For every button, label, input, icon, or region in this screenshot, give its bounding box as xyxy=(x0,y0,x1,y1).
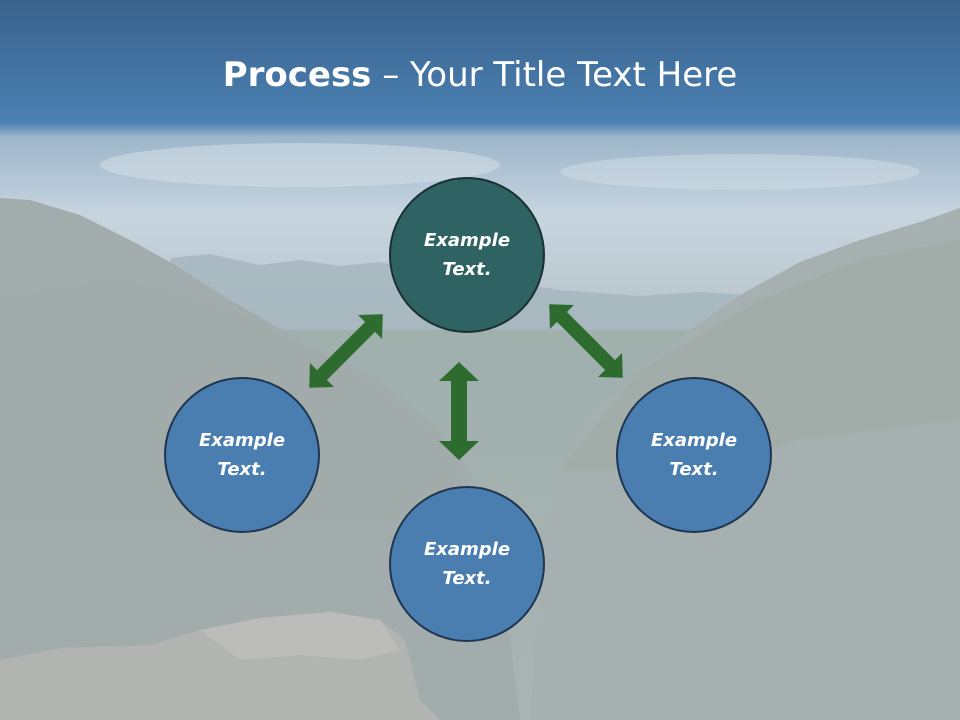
node-left: Example Text. xyxy=(164,377,320,533)
node-top-label: Example Text. xyxy=(423,230,511,280)
node-bottom: Example Text. xyxy=(389,486,545,642)
node-right: Example Text. xyxy=(616,377,772,533)
arrow-vertical xyxy=(439,362,479,460)
slide-title: Process – Your Title Text Here xyxy=(0,52,960,98)
title-rest-part: – Your Title Text Here xyxy=(371,55,738,95)
arrow-top-right xyxy=(549,304,623,378)
node-left-label: Example Text. xyxy=(198,430,286,480)
node-bottom-label: Example Text. xyxy=(423,539,511,589)
arrow-left-top xyxy=(309,314,383,388)
node-right-label: Example Text. xyxy=(650,430,738,480)
node-top: Example Text. xyxy=(389,177,545,333)
title-bold-part: Process xyxy=(222,55,372,95)
